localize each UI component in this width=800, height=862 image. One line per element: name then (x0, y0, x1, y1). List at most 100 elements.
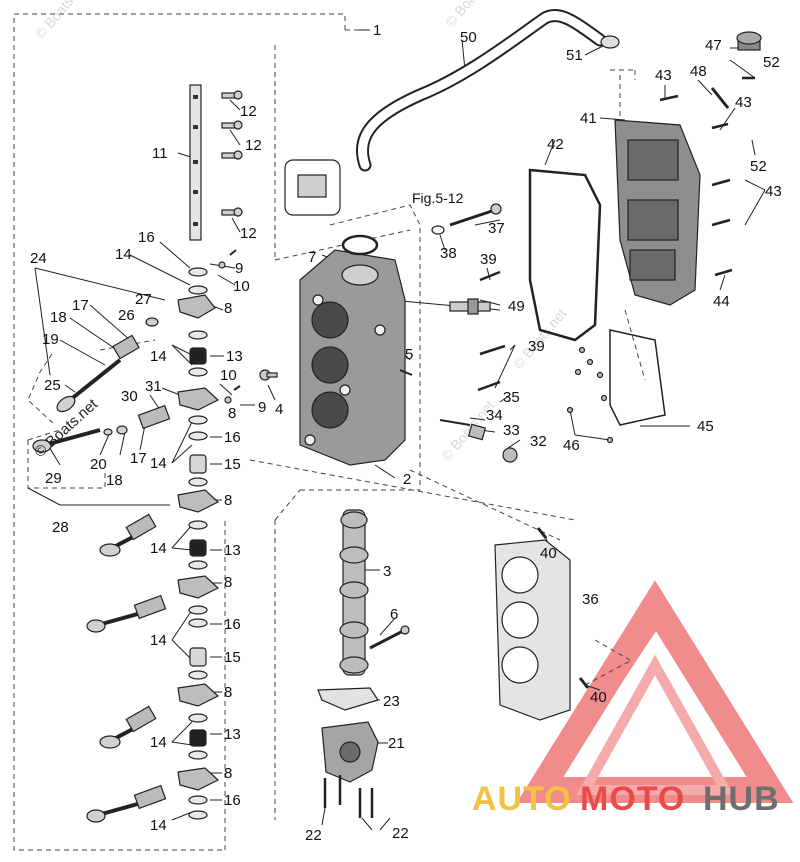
fuel-pump (321, 721, 379, 783)
callout-10b: 10 (220, 367, 237, 384)
figure-reference-label: Fig.5-12 (412, 190, 464, 206)
callout-5: 5 (405, 346, 413, 363)
callout-8b: 8 (228, 405, 236, 422)
camshaft (339, 509, 369, 676)
callout-7: 7 (308, 249, 316, 266)
callout-40a: 40 (540, 545, 557, 562)
callout-3: 3 (383, 563, 391, 580)
callout-35: 35 (503, 389, 520, 406)
callout-37: 37 (488, 220, 505, 237)
callout-6: 6 (390, 606, 398, 623)
callout-40b: 40 (590, 689, 607, 706)
rocker-arm-stack (177, 267, 220, 820)
callout-41: 41 (580, 110, 597, 127)
callout-25: 25 (44, 377, 61, 394)
brand-auto-text: AUTO (472, 780, 572, 818)
head-side-bolts (477, 270, 506, 392)
callout-31: 31 (145, 378, 162, 395)
cylinder-head (299, 249, 406, 466)
callout-18a: 18 (50, 309, 67, 326)
assembly-boundary-lines (13, 13, 646, 851)
callout-52b: 52 (750, 158, 767, 175)
callout-23: 23 (383, 693, 400, 710)
callout-14a: 14 (115, 246, 132, 263)
callout-16d: 16 (224, 792, 241, 809)
callout-43b: 43 (735, 94, 752, 111)
callout-8e: 8 (224, 684, 232, 701)
callout-14d: 14 (150, 540, 167, 557)
callout-19: 19 (42, 331, 59, 348)
callout-42: 42 (547, 136, 564, 153)
callout-8a: 8 (224, 300, 232, 317)
callout-12a: 12 (240, 103, 257, 120)
callout-12b: 12 (245, 137, 262, 154)
callout-14g: 14 (150, 817, 167, 834)
callout-52a: 52 (763, 54, 780, 71)
valve-assemblies (32, 317, 171, 823)
callout-16b: 16 (224, 429, 241, 446)
callout-44: 44 (713, 293, 730, 310)
callout-34: 34 (486, 407, 503, 424)
callout-14f: 14 (150, 734, 167, 751)
callout-8c: 8 (224, 492, 232, 509)
callout-30: 30 (121, 388, 138, 405)
callout-21: 21 (388, 735, 405, 752)
callout-43c: 43 (765, 183, 782, 200)
rail-bolts (221, 90, 243, 217)
callout-22a: 22 (305, 827, 322, 844)
callout-22b: 22 (392, 825, 409, 842)
callout-1: 1 (373, 22, 381, 39)
head-gasket (494, 539, 571, 721)
callout-4: 4 (275, 401, 283, 418)
dowel-pin (710, 87, 730, 109)
dowel-pins (536, 527, 590, 689)
callout-27: 27 (135, 291, 152, 308)
callout-14e: 14 (150, 632, 167, 649)
callout-28: 28 (52, 519, 69, 536)
callout-13b: 13 (224, 542, 241, 559)
callout-11: 11 (152, 145, 168, 162)
oil-seal (341, 234, 379, 256)
callout-49: 49 (508, 298, 525, 315)
callout-14c: 14 (150, 455, 167, 472)
cover-plate (609, 329, 666, 426)
brand-hub-text: HUB (703, 780, 780, 818)
callout-50: 50 (460, 29, 477, 46)
callout-24: 24 (30, 250, 47, 267)
callout-18b: 18 (106, 472, 123, 489)
corner-watermark-top-2: © Boats.net (442, 0, 501, 30)
parts (32, 9, 762, 823)
brand-moto-text: MOTO (580, 780, 685, 818)
callout-32: 32 (530, 433, 547, 450)
callout-45: 45 (697, 418, 714, 435)
callout-17a: 17 (72, 297, 89, 314)
callout-15a: 15 (224, 456, 241, 473)
oil-filler-cap (736, 31, 762, 51)
plate-screws (566, 346, 614, 444)
callout-13c: 13 (224, 726, 241, 743)
cylinder-head-cover (614, 119, 701, 306)
small-fasteners (218, 249, 413, 404)
callout-38: 38 (440, 245, 457, 262)
callout-46: 46 (563, 437, 580, 454)
callout-15b: 15 (224, 649, 241, 666)
callout-39b: 39 (528, 338, 545, 355)
breather-hose (356, 9, 607, 172)
callout-12c: 12 (240, 225, 257, 242)
pump-bolts (323, 775, 374, 818)
callout-17b: 17 (130, 450, 147, 467)
callout-43a: 43 (655, 67, 672, 84)
hose-clamp (600, 35, 620, 49)
callout-9a: 9 (235, 260, 243, 277)
callout-16c: 16 (224, 616, 241, 633)
callout-48: 48 (690, 63, 707, 80)
callout-9b: 9 (258, 399, 266, 416)
callout-16a: 16 (138, 229, 155, 246)
head-bolt (431, 203, 502, 235)
callout-13a: 13 (226, 348, 243, 365)
corner-watermark-top: © Boats.net (32, 0, 91, 42)
callout-47: 47 (705, 37, 722, 54)
camshaft-bolt (369, 625, 410, 650)
thermostat-parts (439, 419, 518, 463)
